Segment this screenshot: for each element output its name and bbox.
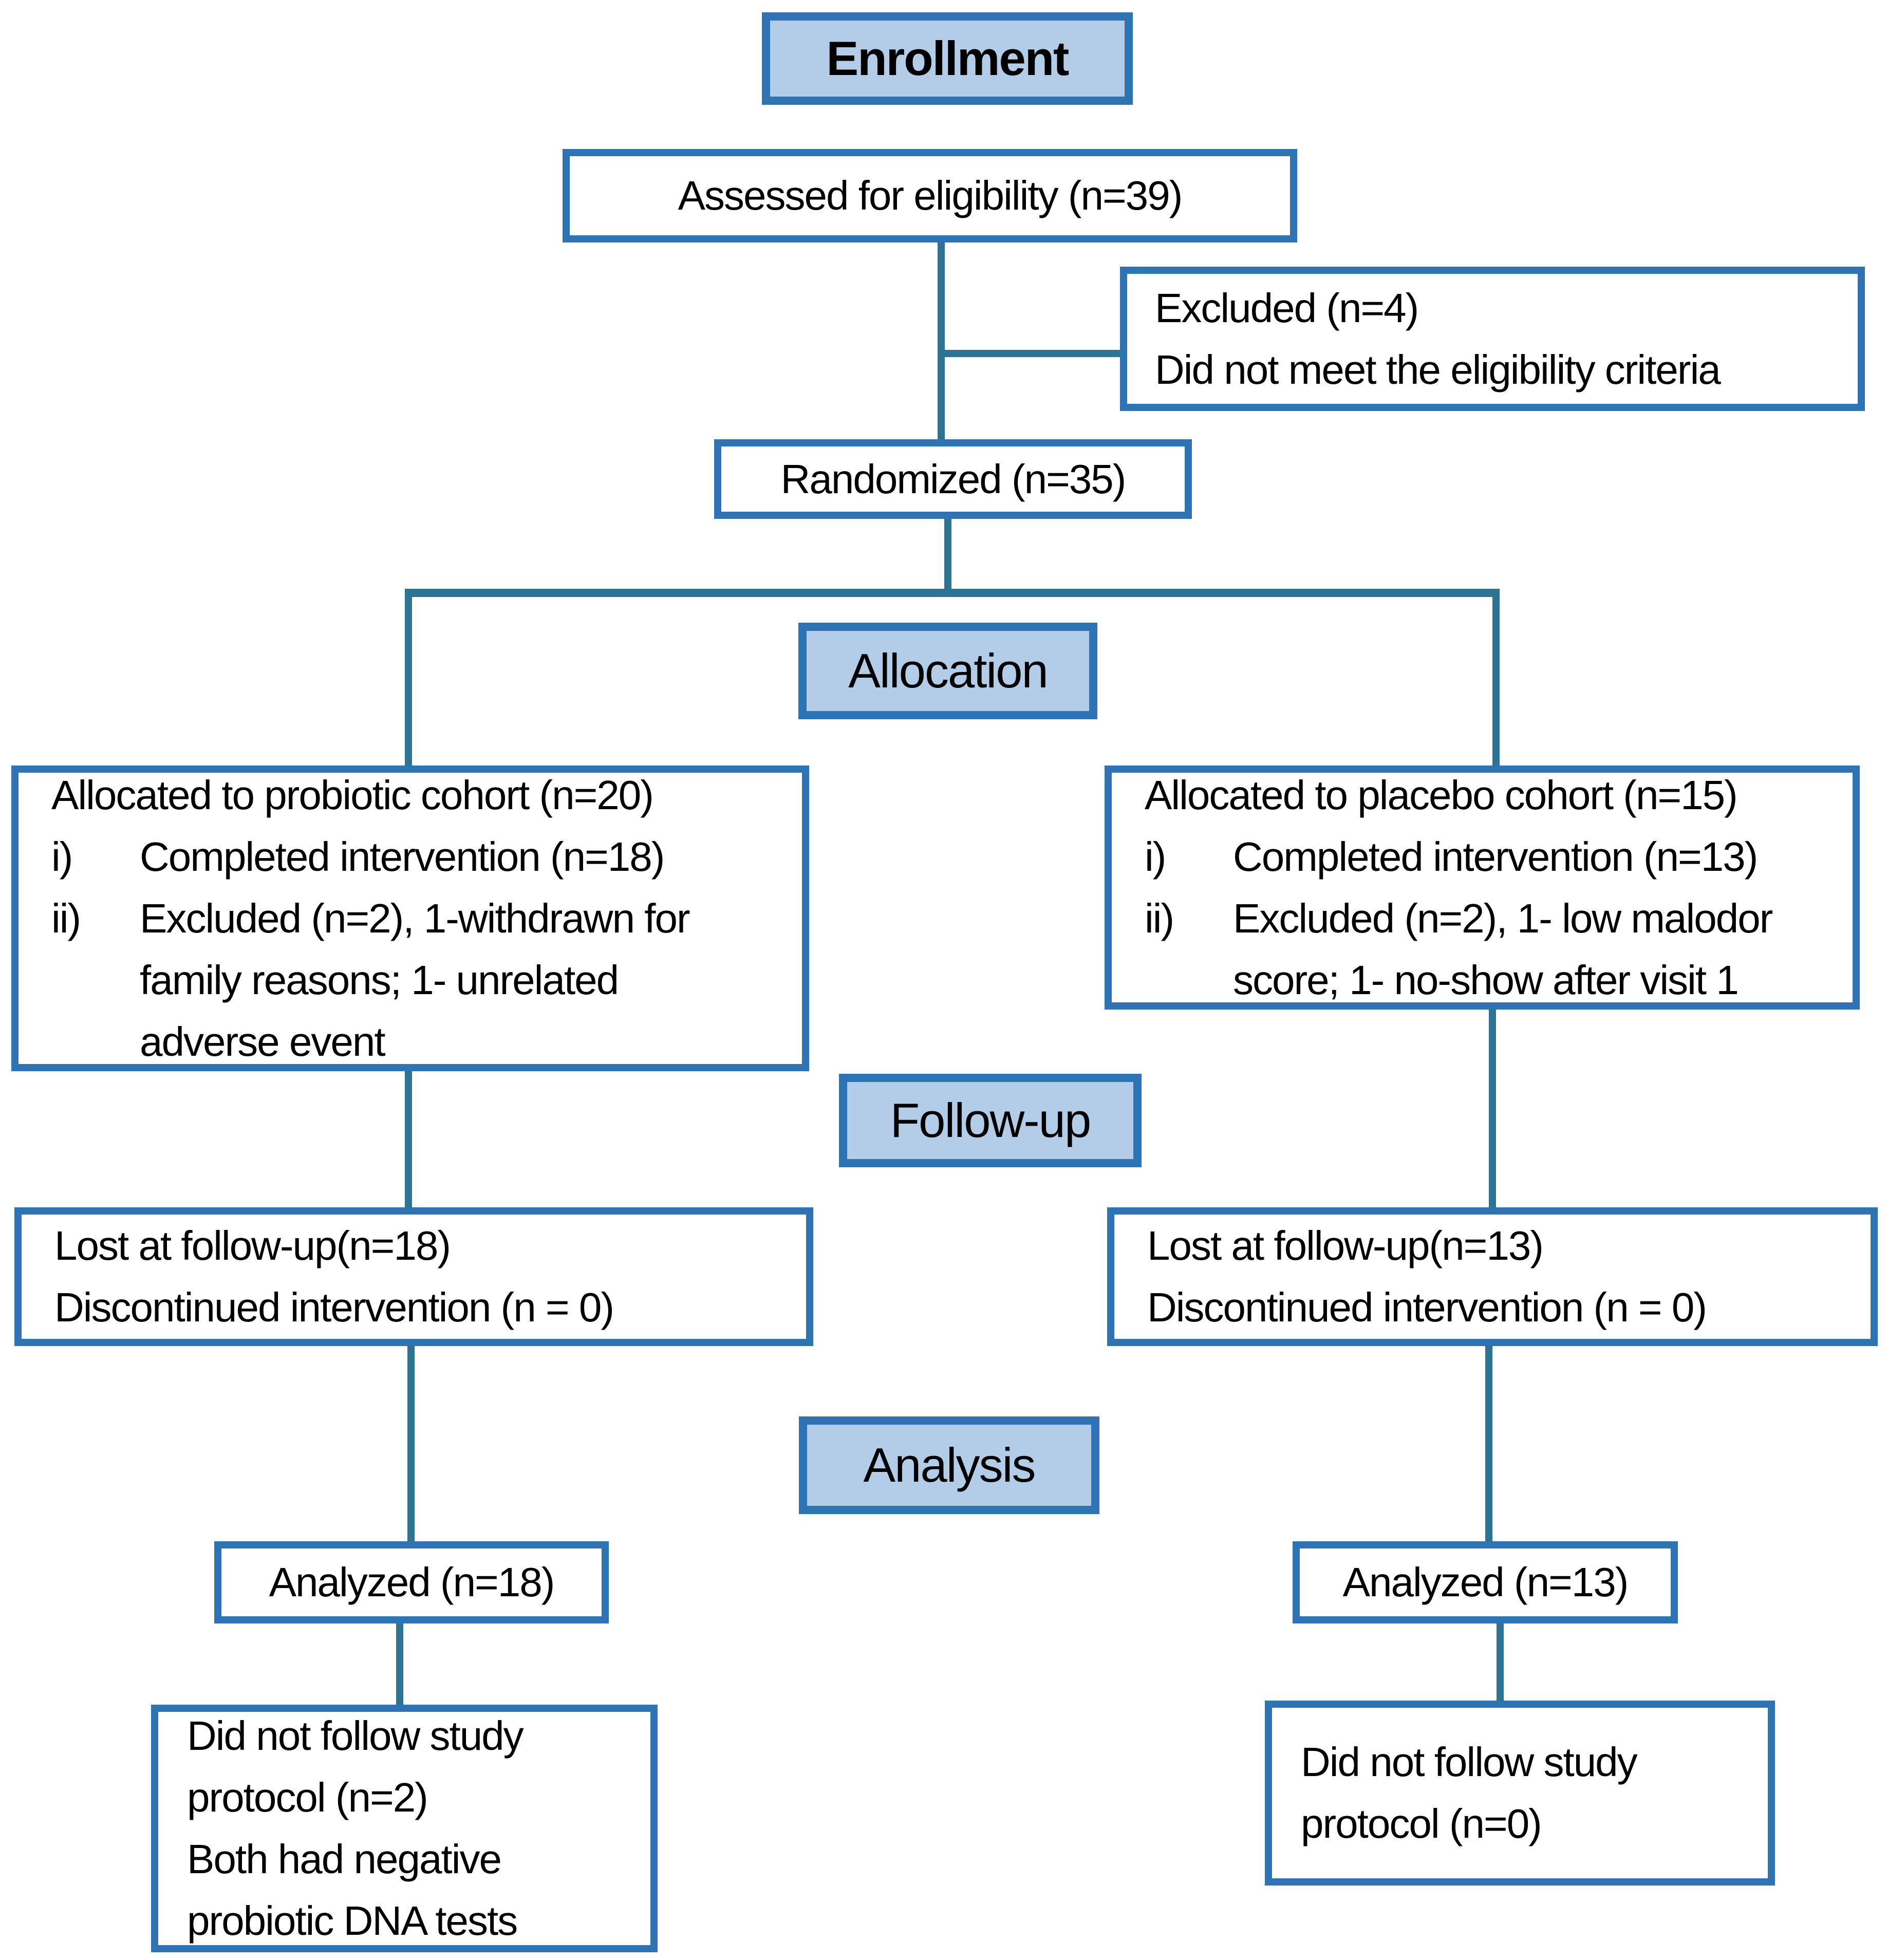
randomized-text: Randomized (n=35) [780, 456, 1127, 502]
alloc-placebo-item-i: i) Completed intervention (n=13) [1145, 826, 1842, 888]
protocol-probiotic-line4: probiotic DNA tests [187, 1898, 518, 1944]
allocation-label: Allocation [848, 644, 1049, 698]
alloc-probiotic-item-i-marker: i) [51, 833, 73, 880]
connector-analyzedright-to-protocolright [1497, 1623, 1504, 1701]
connector-allocright-to-furight [1489, 1010, 1496, 1207]
alloc-placebo-item-ii-line2: score; 1- no-show after visit 1 [1233, 957, 1739, 1003]
alloc-placebo-item-ii-text: Excluded (n=2), 1- low malodor score; 1-… [1233, 888, 1842, 1011]
alloc-probiotic-item-ii: ii) Excluded (n=2), 1-withdrawn for fami… [51, 888, 792, 1073]
box-allocated-probiotic: Allocated to probiotic cohort (n=20) i) … [11, 766, 809, 1071]
enrollment-label: Enrollment [826, 31, 1070, 85]
box-randomized: Randomized (n=35) [714, 439, 1192, 519]
alloc-placebo-title: Allocated to placebo cohort (n=15) [1145, 772, 1738, 818]
fu-placebo-line2: Discontinued intervention (n = 0) [1147, 1284, 1707, 1330]
analyzed-probiotic-text: Analyzed (n=18) [269, 1559, 555, 1605]
alloc-placebo-item-ii-line1: Excluded (n=2), 1- low malodor [1233, 895, 1773, 941]
box-followup-probiotic: Lost at follow-up(n=18) Discontinued int… [14, 1207, 813, 1346]
box-assessed-for-eligibility: Assessed for eligibility (n=39) [563, 149, 1297, 242]
protocol-probiotic-line1: Did not follow study [187, 1713, 524, 1759]
protocol-probiotic-line3: Both had negative [187, 1836, 502, 1882]
alloc-placebo-item-ii-marker: ii) [1145, 895, 1174, 941]
protocol-probiotic-line2: protocol (n=2) [187, 1775, 428, 1820]
alloc-probiotic-item-ii-marker: ii) [51, 895, 81, 941]
analysis-label: Analysis [863, 1438, 1036, 1492]
alloc-placebo-item-ii: ii) Excluded (n=2), 1- low malodor score… [1145, 888, 1842, 1011]
box-protocol-deviation-probiotic: Did not follow study protocol (n=2) Both… [151, 1705, 658, 1952]
fu-placebo-line1: Lost at follow-up(n=13) [1147, 1223, 1544, 1268]
alloc-placebo-item-i-marker: i) [1145, 833, 1166, 880]
connector-randomized-to-branch [944, 519, 951, 592]
box-analyzed-probiotic: Analyzed (n=18) [214, 1541, 609, 1623]
fu-probiotic-line1: Lost at follow-up(n=18) [54, 1223, 451, 1268]
alloc-probiotic-item-ii-line3: adverse event [140, 1018, 386, 1065]
alloc-probiotic-title: Allocated to probiotic cohort (n=20) [51, 772, 654, 818]
stage-header-followup: Follow-up [839, 1074, 1142, 1167]
connector-branch-left [405, 589, 412, 766]
excluded-line1: Excluded (n=4) [1155, 285, 1419, 331]
alloc-probiotic-item-ii-line2: family reasons; 1- unrelated [140, 957, 619, 1003]
fu-probiotic-line2: Discontinued intervention (n = 0) [54, 1284, 614, 1330]
stage-header-allocation: Allocation [798, 623, 1097, 719]
excluded-line2: Did not meet the eligibility criteria [1155, 346, 1721, 393]
protocol-placebo-line1: Did not follow study [1301, 1739, 1638, 1785]
assessed-text: Assessed for eligibility (n=39) [678, 173, 1183, 218]
alloc-placebo-item-i-text: Completed intervention (n=13) [1233, 833, 1758, 880]
stage-header-analysis: Analysis [799, 1416, 1099, 1514]
box-protocol-deviation-placebo: Did not follow study protocol (n=0) [1265, 1701, 1775, 1886]
alloc-probiotic-item-i-text: Completed intervention (n=18) [140, 833, 665, 880]
alloc-probiotic-item-ii-text: Excluded (n=2), 1-withdrawn for family r… [140, 888, 792, 1073]
connector-excluded-stub [941, 350, 1120, 357]
connector-allocleft-to-fuleft [405, 1071, 412, 1207]
connector-furight-to-analyzedright [1485, 1346, 1492, 1541]
alloc-probiotic-item-ii-line1: Excluded (n=2), 1-withdrawn for [140, 895, 690, 941]
box-followup-placebo: Lost at follow-up(n=13) Discontinued int… [1107, 1207, 1878, 1346]
box-allocated-placebo: Allocated to placebo cohort (n=15) i) Co… [1105, 766, 1860, 1010]
stage-header-enrollment: Enrollment [762, 12, 1133, 105]
connector-branch-right [1492, 589, 1500, 766]
connector-branch-bar [405, 589, 1500, 597]
box-excluded: Excluded (n=4) Did not meet the eligibil… [1120, 267, 1865, 411]
analyzed-placebo-text: Analyzed (n=13) [1342, 1559, 1629, 1605]
box-analyzed-placebo: Analyzed (n=13) [1293, 1541, 1678, 1623]
connector-assessed-to-randomized [938, 242, 945, 439]
followup-label: Follow-up [890, 1093, 1091, 1147]
alloc-probiotic-item-i: i) Completed intervention (n=18) [51, 826, 792, 888]
connector-analyzedleft-to-protocolleft [396, 1623, 403, 1705]
connector-fuleft-to-analyzedleft [407, 1346, 415, 1541]
protocol-placebo-line2: protocol (n=0) [1301, 1801, 1542, 1846]
